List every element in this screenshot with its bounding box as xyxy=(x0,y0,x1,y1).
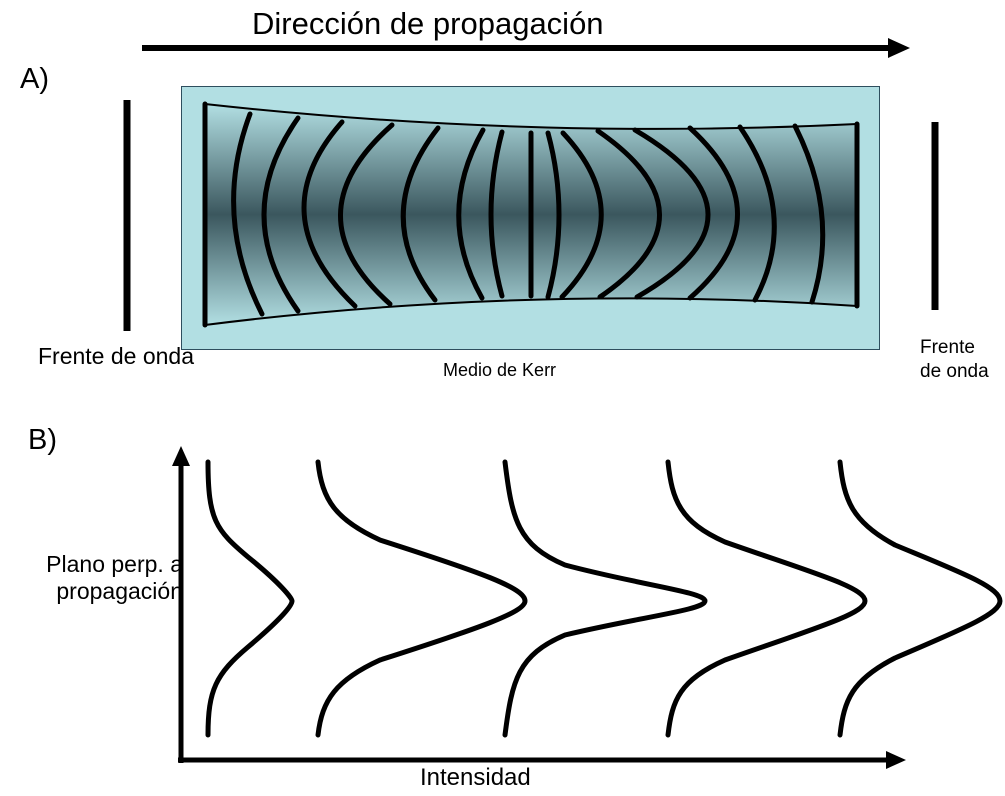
intensity-profile xyxy=(665,459,868,738)
wavefront-line xyxy=(488,129,505,299)
wavefront-line xyxy=(456,127,486,301)
wavefront-line xyxy=(261,115,301,314)
intensity-profile xyxy=(837,459,1003,738)
intensity-profile xyxy=(315,459,528,738)
panel-a-label: A) xyxy=(20,63,49,95)
y-axis-label: Plano perp. a propagación xyxy=(46,551,183,604)
x-axis-label: Intensidad xyxy=(420,764,531,791)
panel-b-label: B) xyxy=(28,424,57,456)
y-axis-arrow-icon xyxy=(172,446,190,466)
wavefront-line xyxy=(632,127,711,300)
intensity-profile xyxy=(205,459,295,738)
x-axis-arrow-icon xyxy=(886,751,906,769)
medium-label: Medio de Kerr xyxy=(443,360,557,380)
intensity-profile xyxy=(502,459,708,738)
wavefront-line xyxy=(231,111,265,317)
wavefront-line xyxy=(338,122,395,307)
wavefront-line xyxy=(792,123,826,305)
wavefront-left-label: Frente de onda xyxy=(38,343,195,369)
wavefront-lines xyxy=(202,101,860,328)
intensity-profiles xyxy=(205,459,1003,738)
wavefront-line xyxy=(595,128,662,300)
propagation-arrow-head xyxy=(888,38,910,58)
wavefront-line xyxy=(545,130,562,300)
wavefront-line xyxy=(687,125,740,301)
wavefront-line xyxy=(737,124,777,303)
wavefront-line xyxy=(559,130,604,300)
wavefront-line xyxy=(301,119,358,309)
diagram-title: Dirección de propagación xyxy=(252,6,604,41)
wavefront-right-label: Frente de onda xyxy=(920,337,989,382)
wavefront-line xyxy=(400,125,441,303)
